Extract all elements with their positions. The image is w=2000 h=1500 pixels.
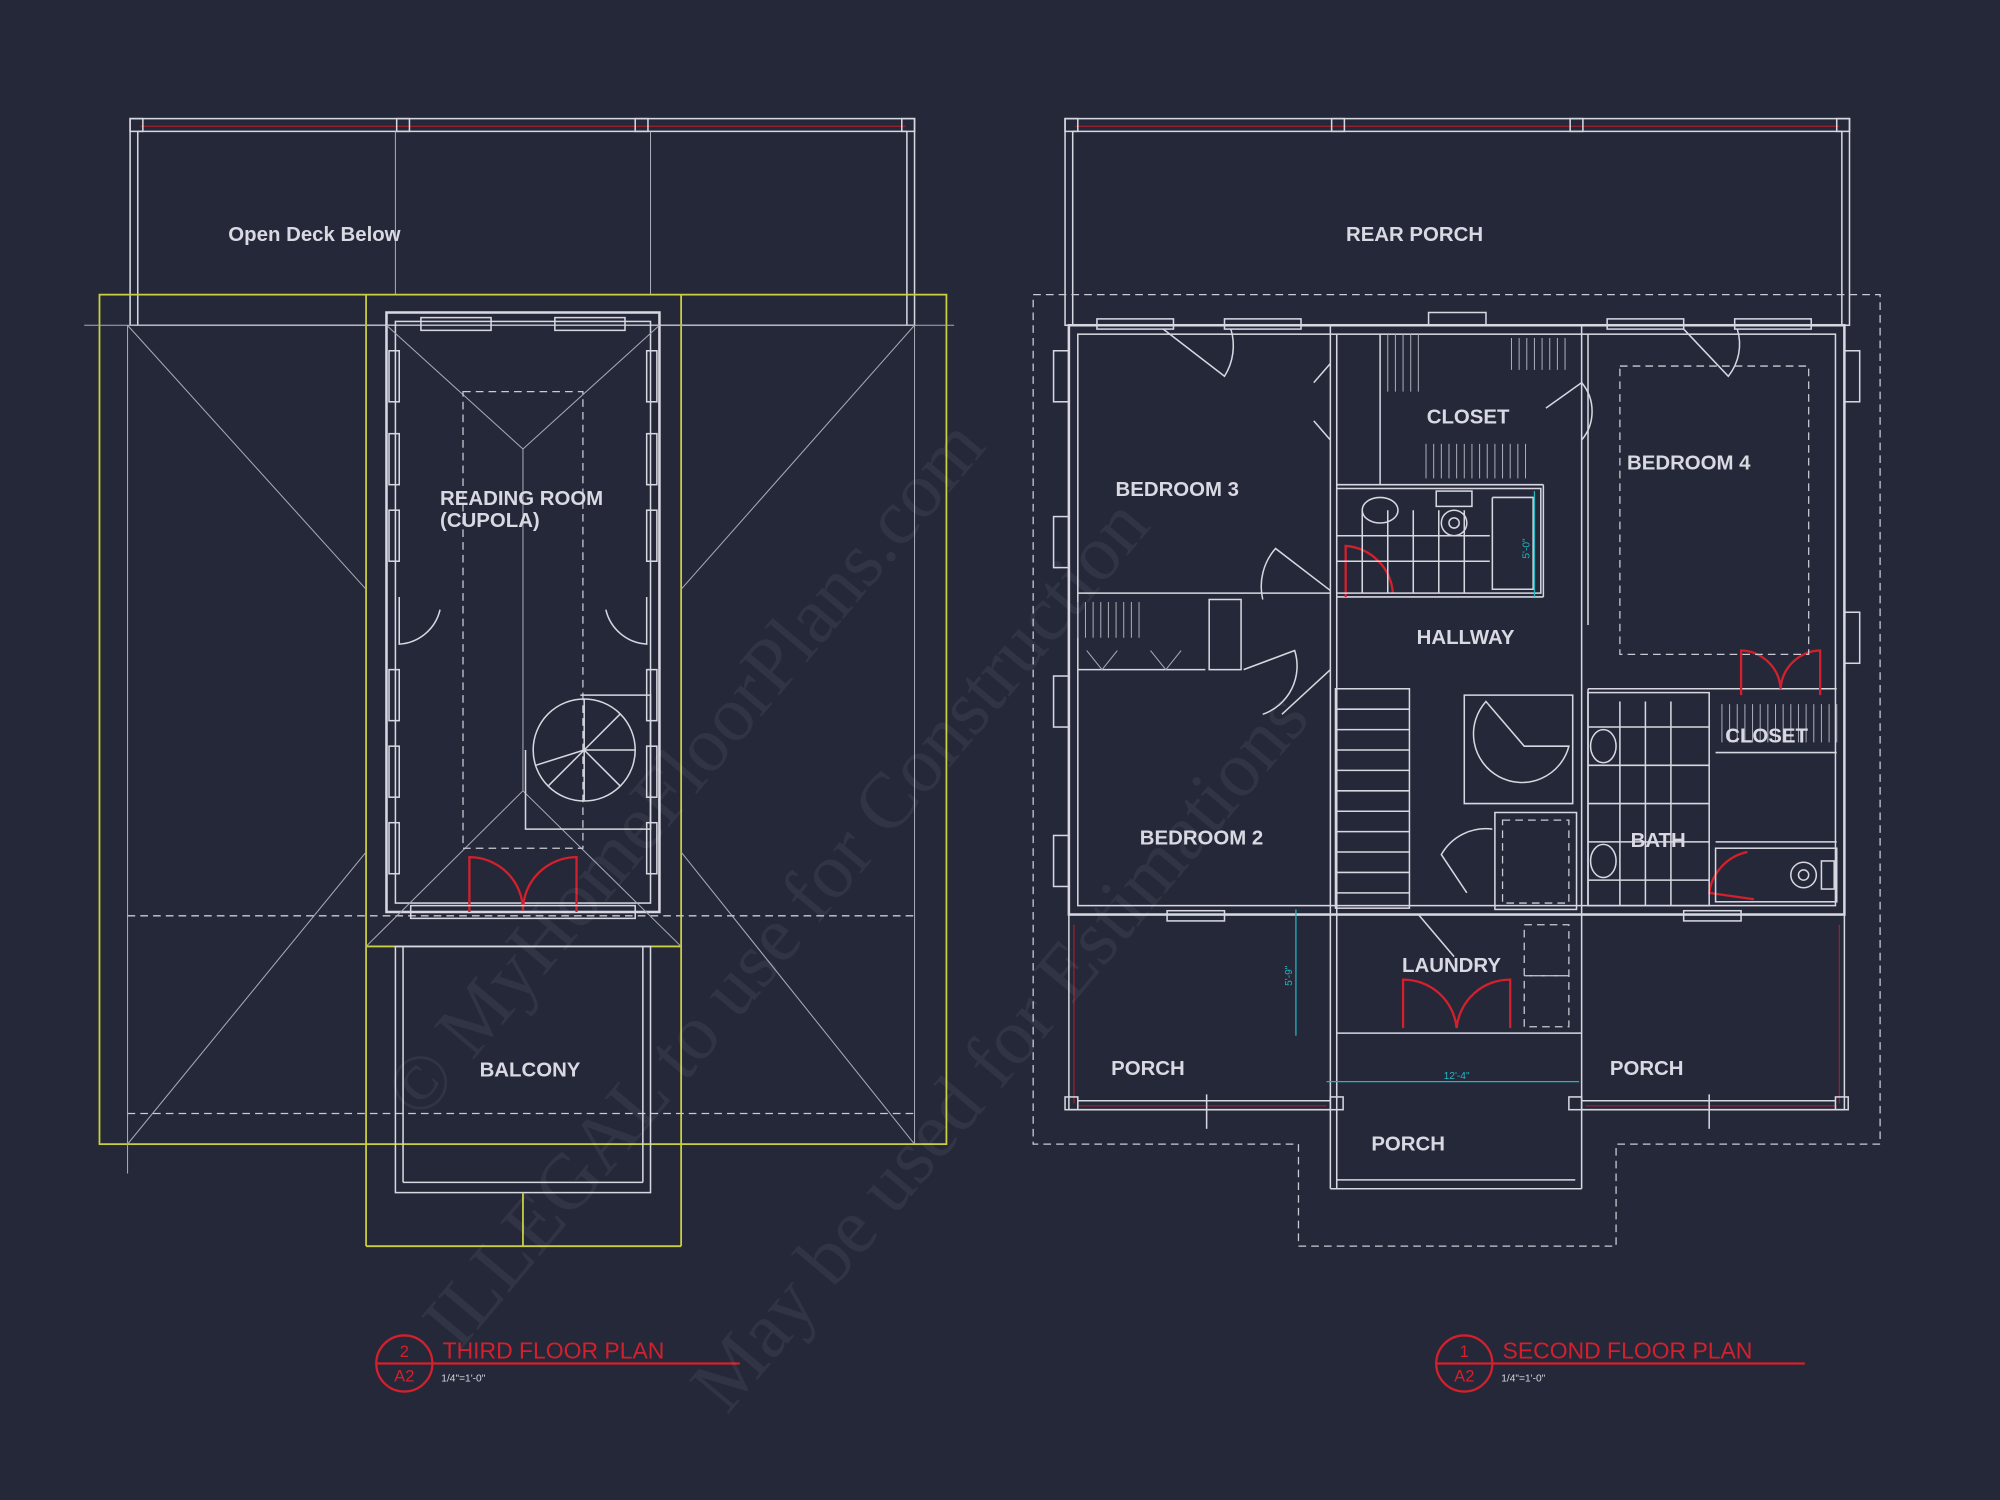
balcony [394, 945, 652, 1247]
bath-fixtures [1335, 487, 1838, 1028]
dim-porch-width: 12'-4" [1444, 1071, 1470, 1082]
dimension-lines [1295, 491, 1580, 1083]
label-cupola: (CUPOLA) [440, 510, 540, 532]
watermark-line-3: May be used for Estimations [674, 675, 1325, 1427]
title-block-second-floor: 1 A2 SECOND FLOOR PLAN 1/4"=1'-0" [1435, 1334, 1805, 1393]
label-closet-1: CLOSET [1427, 406, 1510, 428]
label-porch-right: PORCH [1610, 1058, 1684, 1080]
sheet-number: A2 [1454, 1366, 1474, 1385]
label-porch-left: PORCH [1111, 1058, 1185, 1080]
closet-shelving [1077, 334, 1838, 743]
label-bath: BATH [1631, 830, 1686, 852]
door-swings [1162, 328, 1741, 958]
drawing-scale: 1/4"=1'-0" [1501, 1373, 1545, 1384]
sheet-number: A2 [394, 1366, 414, 1385]
label-rear-porch: REAR PORCH [1346, 224, 1483, 246]
drawing-title: SECOND FLOOR PLAN [1503, 1337, 1753, 1363]
spiral-stair [524, 694, 652, 830]
label-closet-2: CLOSET [1725, 725, 1808, 747]
label-hallway: HALLWAY [1417, 627, 1515, 649]
label-open-deck: Open Deck Below [228, 224, 400, 246]
cupola-reading-room [365, 311, 682, 947]
label-reading-room: READING ROOM [440, 488, 603, 510]
roof-line-dashed [1032, 294, 1881, 1247]
detail-number: 1 [1460, 1342, 1469, 1361]
drawing-title: THIRD FLOOR PLAN [443, 1337, 665, 1363]
roof-outline [84, 293, 955, 1248]
drawing-scale: 1/4"=1'-0" [441, 1373, 485, 1384]
dim-tub: 5'-0" [1521, 538, 1532, 559]
label-bedroom-2: BEDROOM 2 [1140, 827, 1264, 849]
label-laundry: LAUNDRY [1402, 955, 1501, 977]
detail-number: 2 [400, 1342, 409, 1361]
label-balcony: BALCONY [480, 1060, 581, 1082]
bedroom4-ceiling-outline [1619, 365, 1810, 655]
label-bedroom-3: BEDROOM 3 [1116, 479, 1239, 501]
second-floor-plan: 5'-0" 5'-9" 12'-4" REAR PORCH BEDROOM 3 … [1032, 117, 1881, 1393]
label-porch-center: PORCH [1371, 1134, 1445, 1156]
double-door [468, 855, 578, 912]
stair [1334, 688, 1411, 909]
third-floor-plan: Open Deck Below READING ROOM (CUPOLA) BA… [84, 117, 955, 1393]
dim-laundry-depth: 5'-9" [1284, 965, 1295, 986]
label-bedroom-4: BEDROOM 4 [1627, 452, 1751, 474]
front-porches [1064, 914, 1849, 1129]
interior-walls [1077, 325, 1837, 1190]
title-block-third-floor: 2 A2 THIRD FLOOR PLAN 1/4"=1'-0" [375, 1334, 740, 1393]
